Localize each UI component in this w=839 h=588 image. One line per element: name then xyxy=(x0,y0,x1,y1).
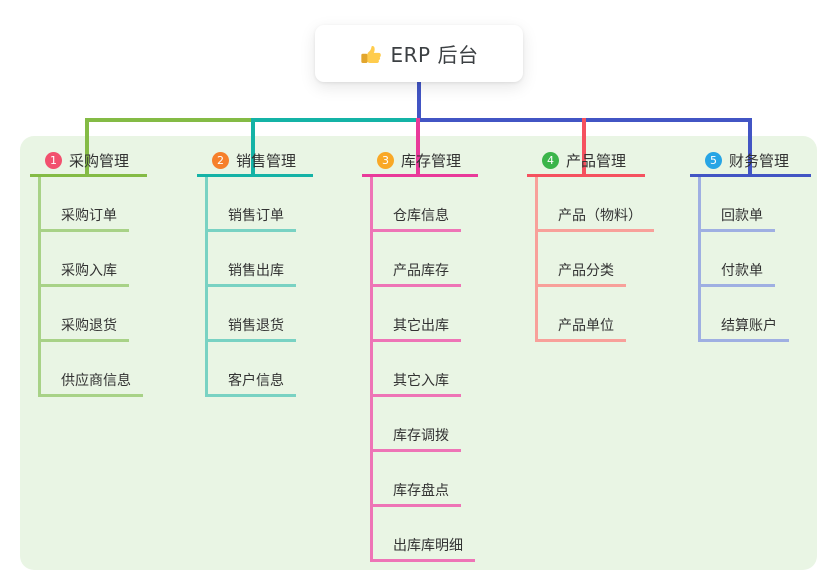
branch-product: 4 产品管理 产品（物料） 产品分类 产品单位 xyxy=(527,146,654,342)
branch-node-purchase[interactable]: 1 采购管理 xyxy=(30,146,147,177)
branch-number-badge: 4 xyxy=(542,151,559,169)
child-node[interactable]: 结算账户 xyxy=(701,317,789,342)
branch-drop-line-inventory xyxy=(416,118,420,177)
child-node[interactable]: 销售退货 xyxy=(208,317,296,342)
branch-children-finance: 回款单 付款单 结算账户 xyxy=(698,177,811,342)
child-node[interactable]: 销售出库 xyxy=(208,262,296,287)
branch-label: 产品管理 xyxy=(566,151,627,170)
branch-number-badge: 5 xyxy=(705,151,722,169)
connector-segment-green xyxy=(85,118,253,122)
branch-label: 销售管理 xyxy=(236,151,297,170)
branch-children-sales: 销售订单 销售出库 销售退货 客户信息 xyxy=(205,177,313,397)
child-node[interactable]: 采购退货 xyxy=(41,317,129,342)
branch-finance: 5 财务管理 回款单 付款单 结算账户 xyxy=(690,146,811,342)
child-node[interactable]: 回款单 xyxy=(701,207,775,232)
branch-node-sales[interactable]: 2 销售管理 xyxy=(197,146,313,177)
root-node[interactable]: ERP 后台 xyxy=(315,25,523,82)
thumbs-up-icon xyxy=(360,43,382,65)
child-node[interactable]: 仓库信息 xyxy=(373,207,461,232)
branch-number-badge: 1 xyxy=(45,151,62,169)
child-node[interactable]: 客户信息 xyxy=(208,372,296,397)
branch-number-badge: 2 xyxy=(212,151,229,169)
branch-drop-line-purchase xyxy=(85,118,89,177)
branch-drop-line-product xyxy=(582,118,586,177)
branch-drop-line-finance xyxy=(748,118,752,177)
branch-children-inventory: 仓库信息 产品库存 其它出库 其它入库 库存调拨 库存盘点 出库库明细 xyxy=(370,177,478,562)
child-node[interactable]: 出库库明细 xyxy=(373,537,475,562)
branch-label: 财务管理 xyxy=(729,151,790,170)
child-node[interactable]: 产品单位 xyxy=(538,317,626,342)
branch-purchase: 1 采购管理 采购订单 采购入库 采购退货 供应商信息 xyxy=(30,146,147,397)
child-node[interactable]: 产品库存 xyxy=(373,262,461,287)
branch-node-product[interactable]: 4 产品管理 xyxy=(527,146,645,177)
branch-inventory: 3 库存管理 仓库信息 产品库存 其它出库 其它入库 库存调拨 库存盘点 出库库… xyxy=(362,146,478,562)
child-node[interactable]: 销售订单 xyxy=(208,207,296,232)
branch-node-finance[interactable]: 5 财务管理 xyxy=(690,146,811,177)
mindmap-background-panel xyxy=(20,136,817,570)
branch-children-purchase: 采购订单 采购入库 采购退货 供应商信息 xyxy=(38,177,147,397)
root-node-title: ERP 后台 xyxy=(390,43,479,67)
child-node[interactable]: 其它入库 xyxy=(373,372,461,397)
child-node[interactable]: 产品（物料） xyxy=(538,207,654,232)
branch-drop-line-sales xyxy=(251,118,255,177)
branch-node-inventory[interactable]: 3 库存管理 xyxy=(362,146,478,177)
child-node[interactable]: 产品分类 xyxy=(538,262,626,287)
child-node[interactable]: 其它出库 xyxy=(373,317,461,342)
child-node[interactable]: 库存盘点 xyxy=(373,482,461,507)
branch-number-badge: 3 xyxy=(377,151,394,169)
child-node[interactable]: 采购订单 xyxy=(41,207,129,232)
child-node[interactable]: 库存调拨 xyxy=(373,427,461,452)
child-node[interactable]: 采购入库 xyxy=(41,262,129,287)
branch-label: 库存管理 xyxy=(401,151,462,170)
child-node[interactable]: 供应商信息 xyxy=(41,372,143,397)
connector-segment-teal xyxy=(251,118,420,122)
branch-sales: 2 销售管理 销售订单 销售出库 销售退货 客户信息 xyxy=(197,146,313,397)
child-node[interactable]: 付款单 xyxy=(701,262,775,287)
root-connector-line xyxy=(417,82,421,122)
branch-label: 采购管理 xyxy=(69,151,130,170)
branch-children-product: 产品（物料） 产品分类 产品单位 xyxy=(535,177,654,342)
